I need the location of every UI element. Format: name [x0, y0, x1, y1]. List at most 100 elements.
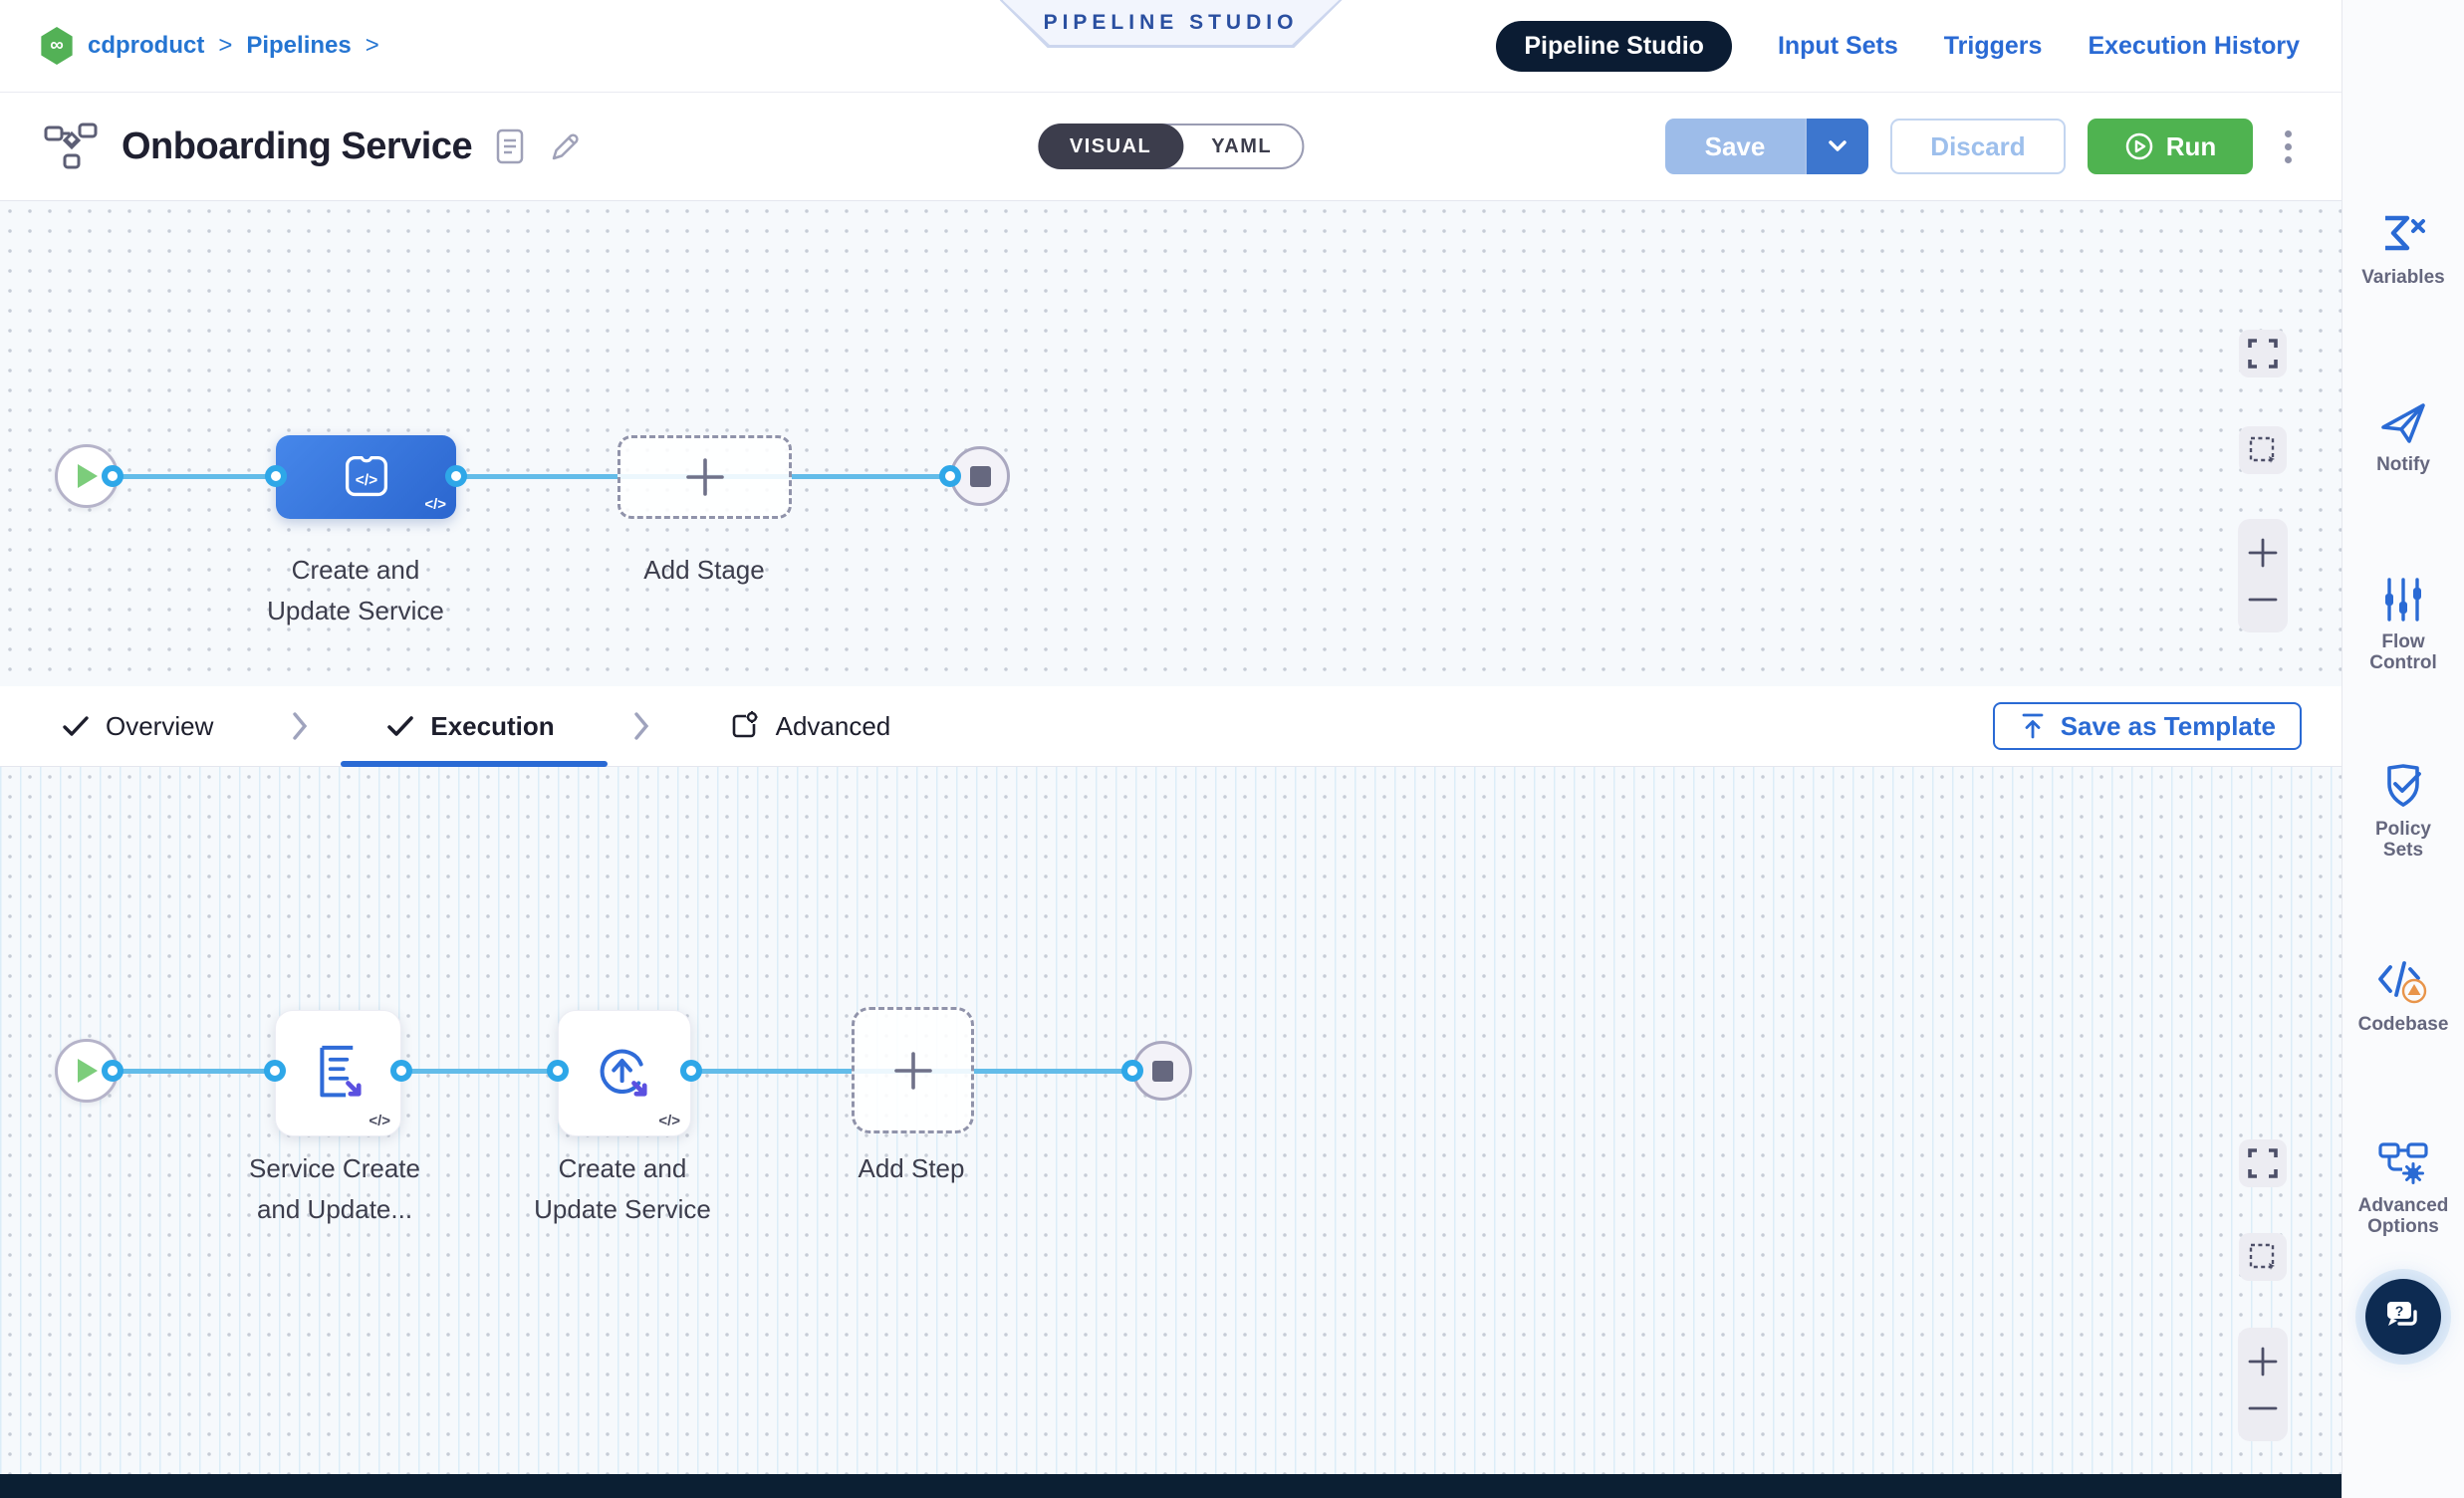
help-chat-button[interactable]: ?: [2365, 1279, 2441, 1355]
main-area: ∞ cdproduct > Pipelines > PIPELINE STUDI…: [0, 0, 2341, 1498]
save-options-button[interactable]: [1805, 119, 1868, 174]
upload-icon: [2022, 713, 2044, 739]
header-actions: Save Discard Run: [1665, 119, 2302, 174]
connector-port[interactable]: [547, 1060, 569, 1082]
step-node-create-and-update-service[interactable]: </>: [558, 1010, 691, 1136]
tab-advanced[interactable]: Advanced: [728, 710, 891, 742]
bottom-bar: [0, 1474, 2341, 1498]
active-tab-underline: [341, 761, 608, 767]
pipeline-end-node[interactable]: [950, 446, 1010, 506]
save-as-template-label: Save as Template: [2060, 710, 2276, 741]
plus-icon: [893, 1051, 932, 1090]
svg-text:</>: </>: [355, 472, 376, 489]
top-nav-tabs: Pipeline Studio Input Sets Triggers Exec…: [1496, 0, 2300, 93]
connector-port[interactable]: [265, 465, 287, 487]
plus-icon: [685, 458, 724, 496]
connector-port[interactable]: [939, 465, 961, 487]
policy-shield-check-icon: [2387, 764, 2421, 807]
flow-control-sliders-icon: [2385, 578, 2421, 622]
sidebar-item-policy-sets[interactable]: Policy Sets: [2342, 761, 2464, 861]
add-stage-button[interactable]: [617, 435, 792, 519]
sidebar-item-notify[interactable]: Notify: [2342, 396, 2464, 475]
step-label-line1: Service Create: [249, 1153, 420, 1183]
minus-icon: [2248, 1406, 2278, 1409]
check-icon: [63, 716, 89, 736]
sidebar-item-variables[interactable]: Variables: [2342, 209, 2464, 288]
chevron-right-icon: [632, 710, 650, 742]
service-create-step-icon: [319, 1045, 362, 1097]
sidebar-item-label: Codebase: [2357, 1014, 2449, 1035]
run-button-label: Run: [2165, 130, 2217, 161]
sidebar-item-codebase[interactable]: Codebase: [2342, 956, 2464, 1035]
connector-port[interactable]: [390, 1060, 412, 1082]
selection-box-icon: [2249, 436, 2275, 463]
tab-triggers[interactable]: Triggers: [1943, 32, 2043, 60]
connector-port[interactable]: [680, 1060, 702, 1082]
toggle-yaml[interactable]: YAML: [1211, 134, 1273, 157]
zoom-in-button[interactable]: [2238, 1338, 2288, 1384]
step-label-line2: Update Service: [534, 1194, 711, 1224]
stage-label-line1: Create and: [291, 555, 420, 585]
save-button[interactable]: Save: [1665, 119, 1805, 174]
play-icon: [78, 1059, 98, 1083]
discard-button[interactable]: Discard: [1890, 119, 2066, 174]
execution-canvas[interactable]: </> </> Service Create and Update...: [0, 767, 2341, 1474]
connector-port[interactable]: [102, 1060, 123, 1082]
breadcrumb-pipelines-link[interactable]: Pipelines: [246, 32, 352, 59]
add-step-button[interactable]: [852, 1007, 974, 1133]
pipeline-studio-banner-label: PIPELINE STUDIO: [1043, 10, 1299, 34]
tab-overview-label: Overview: [106, 710, 214, 741]
play-icon: [78, 464, 98, 488]
multi-select-button[interactable]: [2239, 1233, 2287, 1281]
sidebar-item-advanced-options[interactable]: Advanced Options: [2342, 1137, 2464, 1237]
fit-to-screen-button[interactable]: [2239, 1139, 2287, 1187]
breadcrumb-separator: >: [218, 32, 233, 59]
description-icon[interactable]: [494, 127, 526, 165]
stage-node-create-and-update-service[interactable]: </> </>: [276, 435, 456, 519]
chat-question-icon: ?: [2387, 1302, 2417, 1326]
zoom-out-button[interactable]: [2238, 576, 2288, 623]
zoom-controls: [2238, 519, 2288, 632]
more-options-button[interactable]: [2275, 125, 2302, 169]
toggle-visual[interactable]: VISUAL: [1037, 124, 1184, 169]
zoom-in-button[interactable]: [2238, 529, 2288, 576]
connector-port[interactable]: [1121, 1060, 1143, 1082]
tab-pipeline-studio[interactable]: Pipeline Studio: [1496, 21, 1732, 72]
stop-icon: [969, 465, 991, 487]
step-label-line2: and Update...: [256, 1194, 413, 1224]
pipeline-header: Onboarding Service VISUAL YAML Save: [0, 93, 2341, 201]
breadcrumb-project-link[interactable]: cdproduct: [88, 32, 205, 59]
zoom-out-button[interactable]: [2238, 1384, 2288, 1431]
sidebar-item-flow-control[interactable]: Flow Control: [2342, 574, 2464, 673]
tab-execution-label: Execution: [430, 710, 555, 741]
chevron-down-icon: [1829, 140, 1847, 151]
zoom-controls: [2238, 1328, 2288, 1441]
run-play-icon: [2125, 132, 2152, 160]
connector-port[interactable]: [264, 1060, 286, 1082]
pipeline-studio-banner: PIPELINE STUDIO: [999, 0, 1343, 48]
tab-overview[interactable]: Overview: [62, 711, 213, 742]
right-sidebar: Variables Notify Flow Control: [2341, 0, 2464, 1498]
advanced-options-icon: [2378, 1142, 2428, 1184]
stage-canvas[interactable]: </> </> Create and Update Service Add St…: [0, 201, 2341, 686]
run-button[interactable]: Run: [2088, 119, 2253, 174]
sidebar-item-label: Flow Control: [2369, 631, 2437, 673]
sidebar-item-label: Notify: [2376, 454, 2430, 475]
update-service-step-icon: [600, 1049, 647, 1097]
breadcrumb: ∞ cdproduct > Pipelines >: [40, 27, 379, 65]
harness-logo-icon: ∞: [41, 27, 73, 65]
connector-port[interactable]: [445, 465, 467, 487]
stage-config-tabs: Overview Execution Advanced: [0, 686, 2341, 767]
tab-advanced-label: Advanced: [775, 710, 891, 741]
edit-pencil-icon[interactable]: [548, 128, 584, 164]
tab-execution-history[interactable]: Execution History: [2088, 32, 2300, 60]
tab-input-sets[interactable]: Input Sets: [1777, 32, 1898, 60]
save-as-template-button[interactable]: Save as Template: [1992, 702, 2302, 750]
tab-execution[interactable]: Execution: [386, 710, 555, 742]
multi-select-button[interactable]: [2239, 426, 2287, 474]
fit-to-screen-button[interactable]: [2239, 330, 2287, 377]
step-node-service-create-and-update[interactable]: </>: [275, 1010, 401, 1136]
breadcrumb-separator: >: [365, 32, 379, 59]
connector-port[interactable]: [102, 465, 123, 487]
svg-text:?: ?: [2395, 1303, 2404, 1319]
